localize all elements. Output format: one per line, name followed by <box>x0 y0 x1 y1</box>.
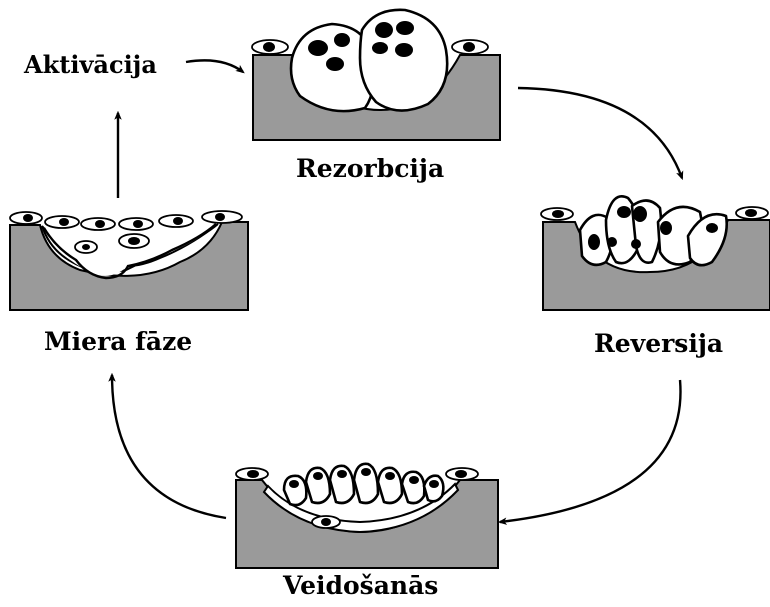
osteoclast-right <box>360 10 447 111</box>
label-formation: Veidošanās <box>282 571 438 600</box>
label-activation: Aktivācija <box>23 50 157 79</box>
arrow-activation-to-resorption <box>186 60 243 72</box>
resorption-illustration <box>252 10 500 140</box>
lining-cell-right <box>736 207 768 219</box>
lining-cell-row <box>10 211 242 230</box>
lining-cell-left <box>541 208 573 220</box>
formation-illustration <box>236 464 498 568</box>
resting-illustration <box>10 211 248 310</box>
lining-cell-left <box>236 468 268 480</box>
lining-cell-right <box>446 468 478 480</box>
arrow-resorption-to-reversal <box>518 88 682 178</box>
osteocyte-1 <box>75 241 97 253</box>
osteocyte <box>312 516 340 528</box>
label-reversal: Reversija <box>594 329 723 358</box>
osteocyte-2 <box>119 234 149 248</box>
lining-cell-left <box>252 40 288 54</box>
reversal-illustration <box>541 196 770 310</box>
lining-cell-right <box>452 40 488 54</box>
osteoblast-row <box>284 464 443 505</box>
arrow-formation-to-resting <box>112 375 226 518</box>
label-resting-phase: Miera fāze <box>44 327 192 356</box>
label-resorption: Rezorbcija <box>296 154 444 183</box>
arrow-reversal-to-formation <box>500 380 681 522</box>
